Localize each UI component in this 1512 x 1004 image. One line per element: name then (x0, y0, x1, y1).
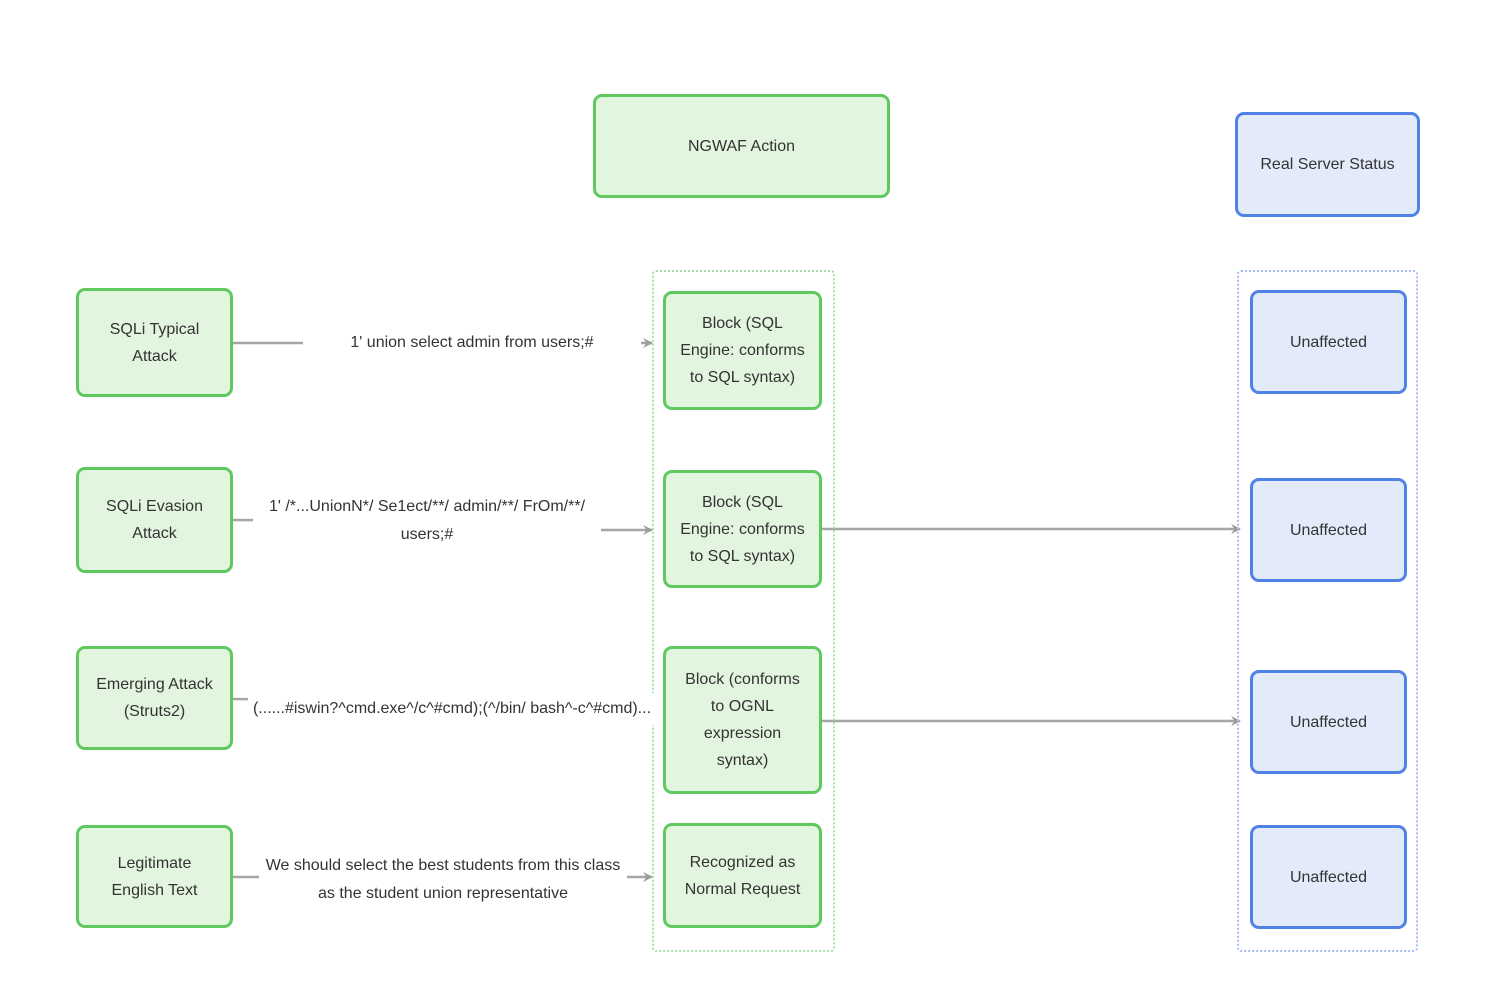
source-node-label: Legitimate English Text (111, 854, 198, 899)
payload-label-row2: 1' /*...UnionN*/ Se1ect/**/ admin/**/ Fr… (253, 491, 601, 551)
source-node-legitimate-text: Legitimate English Text (76, 825, 233, 928)
payload-label-row1: 1' union select admin from users;# (303, 327, 641, 359)
source-node-label: SQLi Evasion Attack (106, 498, 203, 542)
action-node-label: Block (conforms to OGNL expression synta… (685, 671, 800, 769)
action-node-label: Block (SQL Engine: conforms to SQL synta… (680, 493, 805, 565)
payload-label-row3: (......#iswin?^cmd.exe^/c^#cmd);(^/bin/ … (248, 693, 656, 725)
status-node-row2: Unaffected (1250, 478, 1407, 582)
source-node-label: SQLi Typical Attack (109, 320, 200, 365)
action-node-row3: Block (conforms to OGNL expression synta… (663, 646, 822, 794)
header-real-server-status: Real Server Status (1235, 112, 1420, 217)
action-node-row4: Recognized as Normal Request (663, 823, 822, 928)
payload-label-row4: We should select the best students from … (259, 850, 627, 910)
cluster-server-status (1237, 270, 1418, 952)
status-node-label: Unaffected (1289, 333, 1368, 351)
source-node-sqli-typical: SQLi Typical Attack (76, 288, 233, 397)
status-node-row1: Unaffected (1250, 290, 1407, 394)
header-real-server-status-label: Real Server Status (1260, 156, 1395, 173)
source-node-sqli-evasion: SQLi Evasion Attack (76, 467, 233, 573)
header-ngwaf-action: NGWAF Action (593, 94, 890, 198)
action-node-row1: Block (SQL Engine: conforms to SQL synta… (663, 291, 822, 410)
header-ngwaf-action-label: NGWAF Action (688, 137, 795, 155)
action-node-row2: Block (SQL Engine: conforms to SQL synta… (663, 470, 822, 588)
status-node-label: Unaffected (1289, 868, 1368, 886)
status-node-row3: Unaffected (1250, 670, 1407, 774)
status-node-label: Unaffected (1289, 713, 1368, 731)
action-node-label: Recognized as Normal Request (684, 853, 801, 898)
status-node-label: Unaffected (1289, 521, 1368, 539)
source-node-emerging-attack: Emerging Attack (Struts2) (76, 646, 233, 750)
cluster-ngwaf-actions (652, 270, 835, 952)
action-node-label: Block (SQL Engine: conforms to SQL synta… (680, 315, 805, 386)
source-node-label: Emerging Attack (Struts2) (96, 676, 213, 720)
status-node-row4: Unaffected (1250, 825, 1407, 929)
